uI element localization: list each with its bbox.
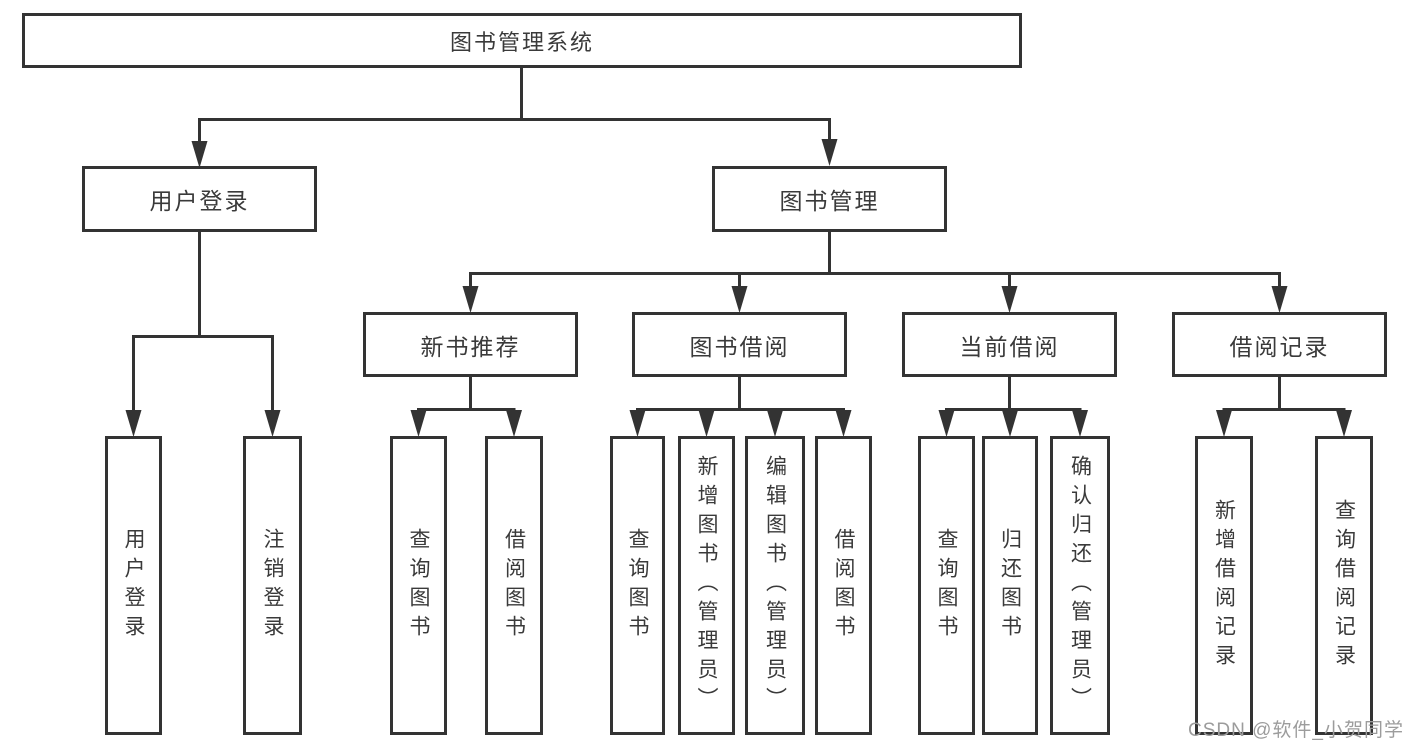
leaf-add-book-admin: 新增图书（管理员） — [678, 436, 735, 735]
node-root: 图书管理系统 — [22, 13, 1022, 68]
leaf-query-borrow-record-label: 查询借阅记录 — [1332, 498, 1356, 673]
node-book-management: 图书管理 — [712, 166, 947, 232]
leaf-borrow-book-2: 借阅图书 — [815, 436, 872, 735]
leaf-edit-book-admin: 编辑图书（管理员） — [745, 436, 805, 735]
node-user-login: 用户登录 — [82, 166, 317, 232]
node-new-book-recommend: 新书推荐 — [363, 312, 578, 377]
leaf-query-borrow-record: 查询借阅记录 — [1315, 436, 1373, 735]
leaf-borrow-book-2-label: 借阅图书 — [832, 527, 856, 644]
leaf-user-login: 用户登录 — [105, 436, 162, 735]
leaf-return-book-label: 归还图书 — [998, 527, 1022, 644]
leaf-confirm-return-admin-label: 确认归还（管理员） — [1068, 455, 1092, 716]
node-borrow-records-label: 借阅记录 — [1229, 333, 1330, 360]
watermark: CSDN @软件_小贺同学 — [1188, 720, 1404, 741]
leaf-logout-label: 注销登录 — [261, 527, 285, 644]
leaf-edit-book-admin-label: 编辑图书（管理员） — [763, 455, 787, 716]
leaf-add-borrow-record-label: 新增借阅记录 — [1212, 498, 1236, 673]
node-root-label: 图书管理系统 — [449, 29, 594, 55]
node-book-management-label: 图书管理 — [779, 188, 880, 214]
node-current-borrow-label: 当前借阅 — [959, 333, 1060, 360]
leaf-query-book-3-label: 查询图书 — [935, 527, 959, 644]
leaf-add-book-admin-label: 新增图书（管理员） — [695, 455, 719, 716]
node-book-borrow: 图书借阅 — [632, 312, 847, 377]
node-new-book-recommend-label: 新书推荐 — [420, 333, 521, 360]
leaf-confirm-return-admin: 确认归还（管理员） — [1050, 436, 1110, 735]
node-current-borrow: 当前借阅 — [902, 312, 1117, 377]
leaf-query-book-2-label: 查询图书 — [626, 527, 650, 644]
leaf-user-login-label: 用户登录 — [122, 527, 146, 644]
leaf-borrow-book-1-label: 借阅图书 — [502, 527, 526, 644]
node-book-borrow-label: 图书借阅 — [689, 333, 790, 360]
leaf-add-borrow-record: 新增借阅记录 — [1195, 436, 1253, 735]
leaf-logout: 注销登录 — [243, 436, 302, 735]
node-borrow-records: 借阅记录 — [1172, 312, 1387, 377]
leaf-query-book-2: 查询图书 — [610, 436, 665, 735]
leaf-query-book-3: 查询图书 — [918, 436, 975, 735]
leaf-borrow-book-1: 借阅图书 — [485, 436, 543, 735]
node-user-login-label: 用户登录 — [149, 188, 250, 214]
leaf-return-book: 归还图书 — [982, 436, 1038, 735]
leaf-query-book-1-label: 查询图书 — [407, 527, 431, 644]
leaf-query-book-1: 查询图书 — [390, 436, 447, 735]
